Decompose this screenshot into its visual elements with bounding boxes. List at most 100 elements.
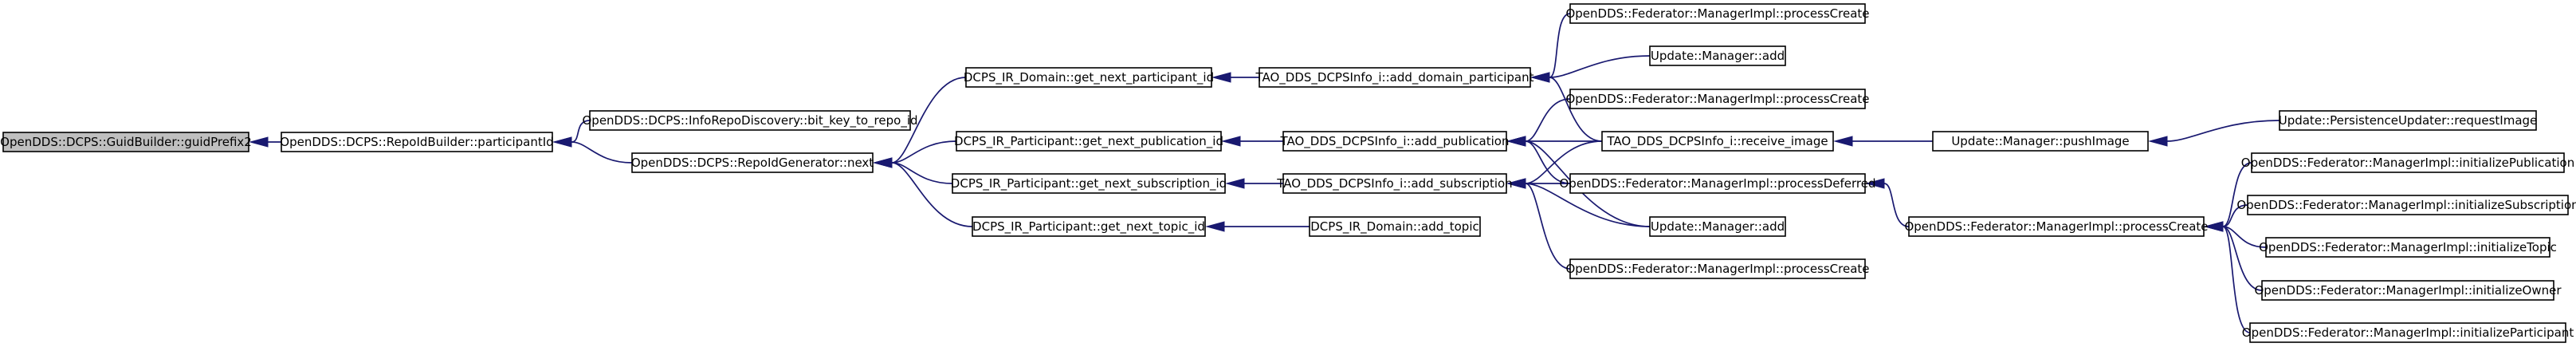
node-n3[interactable]: OpenDDS::DCPS::RepoIdGenerator::next xyxy=(631,152,874,173)
node-n16[interactable]: OpenDDS::Federator::ManagerImpl::process… xyxy=(1559,173,1876,194)
edge-n12-to-n8 xyxy=(1549,13,1571,78)
node-n24[interactable]: OpenDDS::Federator::ManagerImpl::initial… xyxy=(2259,237,2557,258)
arrowhead-n17-to-n9 xyxy=(1506,136,1526,147)
node-n23[interactable]: OpenDDS::Federator::ManagerImpl::initial… xyxy=(2236,195,2576,215)
node-n18[interactable]: OpenDDS::Federator::ManagerImpl::process… xyxy=(1565,258,1870,279)
node-label: TAO_DDS_DCPSInfo_i::add_subscription xyxy=(1276,176,1512,191)
node-n0[interactable]: OpenDDS::DCPS::GuidBuilder::guidPrefix2 xyxy=(0,132,252,152)
node-box[interactable] xyxy=(1282,173,1507,194)
node-box[interactable] xyxy=(1569,258,1866,279)
node-box[interactable] xyxy=(2279,110,2537,131)
node-n26[interactable]: OpenDDS::Federator::ManagerImpl::initial… xyxy=(2242,322,2574,343)
node-n25[interactable]: OpenDDS::Federator::ManagerImpl::initial… xyxy=(2254,280,2562,301)
arrowhead-n9-to-n5 xyxy=(1221,136,1241,147)
edge-n16-to-n9 xyxy=(1525,140,1571,184)
node-n9[interactable]: TAO_DDS_DCPSInfo_i::add_publication xyxy=(1280,131,1510,152)
node-label: OpenDDS::Federator::ManagerImpl::initial… xyxy=(2241,156,2574,170)
edge-n2-to-n1 xyxy=(571,120,591,143)
node-label: OpenDDS::DCPS::RepoIdGenerator::next xyxy=(631,156,874,170)
node-box[interactable] xyxy=(2,132,249,152)
arrowhead-n10-to-n6 xyxy=(1225,178,1245,189)
node-label: OpenDDS::DCPS::GuidBuilder::guidPrefix2 xyxy=(0,135,252,149)
node-box[interactable] xyxy=(1309,216,1481,237)
node-n14[interactable]: OpenDDS::Federator::ManagerImpl::process… xyxy=(1565,89,1870,109)
node-label: Update::PersistenceUpdater::requestImage xyxy=(2279,113,2538,128)
node-box[interactable] xyxy=(1569,173,1866,194)
edge-n18-to-n10 xyxy=(1525,183,1571,270)
edge-n14-to-n9 xyxy=(1525,98,1571,142)
edge-n5-to-n3 xyxy=(891,140,957,164)
node-n10[interactable]: TAO_DDS_DCPSInfo_i::add_subscription xyxy=(1276,173,1513,194)
node-label: OpenDDS::DCPS::InfoRepoDiscovery::bit_ke… xyxy=(582,113,917,128)
node-box[interactable] xyxy=(2251,152,2565,173)
node-box[interactable] xyxy=(2247,195,2569,215)
node-box[interactable] xyxy=(2265,237,2550,258)
node-box[interactable] xyxy=(2249,322,2566,343)
node-n11[interactable]: DCPS_IR_Domain::add_topic xyxy=(1309,216,1481,237)
node-n4[interactable]: DCPS_IR_Domain::get_next_participant_id xyxy=(964,67,1214,88)
node-n22[interactable]: OpenDDS::Federator::ManagerImpl::initial… xyxy=(2241,152,2574,173)
node-box[interactable] xyxy=(1282,131,1507,152)
node-box[interactable] xyxy=(965,67,1212,88)
node-box[interactable] xyxy=(952,173,1226,194)
edge-n21-to-n19 xyxy=(2166,120,2280,142)
edge-n7-to-n3 xyxy=(891,162,973,227)
node-label: OpenDDS::Federator::ManagerImpl::initial… xyxy=(2254,283,2562,298)
node-label: DCPS_IR_Participant::get_next_topic_id xyxy=(972,219,1205,235)
arrowhead-n7-to-n3 xyxy=(873,157,893,168)
node-label: OpenDDS::Federator::ManagerImpl::process… xyxy=(1565,262,1869,276)
node-box[interactable] xyxy=(1649,216,1786,237)
edge-n25-to-n20 xyxy=(2222,226,2263,291)
node-label: Update::Manager::pushImage xyxy=(1951,134,2129,148)
node-label: TAO_DDS_DCPSInfo_i::add_domain_participa… xyxy=(1255,70,1533,85)
node-box[interactable] xyxy=(1649,45,1786,66)
node-box[interactable] xyxy=(1569,89,1866,109)
edge-n15-to-n10 xyxy=(1525,140,1603,184)
node-label: DCPS_IR_Participant::get_next_subscripti… xyxy=(951,176,1227,191)
node-n15[interactable]: TAO_DDS_DCPSInfo_i::receive_image xyxy=(1601,131,1834,152)
edge-n20-to-n16 xyxy=(1883,183,1910,227)
node-n5[interactable]: DCPS_IR_Participant::get_next_publicatio… xyxy=(954,131,1223,152)
node-box[interactable] xyxy=(589,110,911,131)
edge-n3-to-n1 xyxy=(571,141,633,164)
node-box[interactable] xyxy=(1259,67,1531,88)
node-box[interactable] xyxy=(1569,3,1866,24)
edge-n23-to-n20 xyxy=(2222,204,2248,227)
node-label: OpenDDS::Federator::ManagerImpl::initial… xyxy=(2242,325,2574,340)
edge-n6-to-n3 xyxy=(891,162,953,184)
node-box[interactable] xyxy=(281,132,553,152)
node-label: OpenDDS::Federator::ManagerImpl::process… xyxy=(1565,6,1869,21)
node-n21[interactable]: Update::PersistenceUpdater::requestImage xyxy=(2279,110,2538,131)
arrowhead-n15-to-n8 xyxy=(1530,72,1550,83)
node-box[interactable] xyxy=(631,152,874,173)
node-n13[interactable]: Update::Manager::add xyxy=(1649,45,1786,66)
arrowhead-n26-to-n20 xyxy=(2204,221,2224,232)
node-box[interactable] xyxy=(1932,131,2149,152)
node-n20[interactable]: OpenDDS::Federator::ManagerImpl::process… xyxy=(1904,216,2209,237)
node-n17[interactable]: Update::Manager::add xyxy=(1649,216,1786,237)
node-n19[interactable]: Update::Manager::pushImage xyxy=(1932,131,2149,152)
edge-n17-to-n10 xyxy=(1525,183,1651,227)
node-n1[interactable]: OpenDDS::DCPS::RepoIdBuilder::participan… xyxy=(280,132,554,152)
node-n6[interactable]: DCPS_IR_Participant::get_next_subscripti… xyxy=(951,173,1227,194)
node-n8[interactable]: TAO_DDS_DCPSInfo_i::add_domain_participa… xyxy=(1255,67,1534,88)
arrowhead-n18-to-n10 xyxy=(1506,178,1526,189)
node-box[interactable] xyxy=(1908,216,2205,237)
edge-n15-to-n8 xyxy=(1549,77,1603,142)
node-n2[interactable]: OpenDDS::DCPS::InfoRepoDiscovery::bit_ke… xyxy=(582,110,918,131)
edges-layer xyxy=(249,13,2280,333)
node-box[interactable] xyxy=(956,131,1222,152)
arrowhead-n11-to-n7 xyxy=(1205,221,1225,232)
arrowhead-n19-to-n15 xyxy=(1833,136,1853,147)
node-n12[interactable]: OpenDDS::Federator::ManagerImpl::process… xyxy=(1565,3,1870,24)
node-box[interactable] xyxy=(2261,280,2554,301)
edge-n22-to-n20 xyxy=(2222,162,2252,227)
node-label: OpenDDS::Federator::ManagerImpl::initial… xyxy=(2259,240,2557,254)
arrowhead-n8-to-n4 xyxy=(1211,72,1231,83)
node-box[interactable] xyxy=(972,216,1206,237)
node-n7[interactable]: DCPS_IR_Participant::get_next_topic_id xyxy=(972,216,1206,237)
node-box[interactable] xyxy=(1601,131,1834,152)
node-label: Update::Manager::add xyxy=(1651,219,1785,234)
node-label: OpenDDS::Federator::ManagerImpl::initial… xyxy=(2236,198,2576,212)
node-label: Update::Manager::add xyxy=(1651,49,1785,63)
